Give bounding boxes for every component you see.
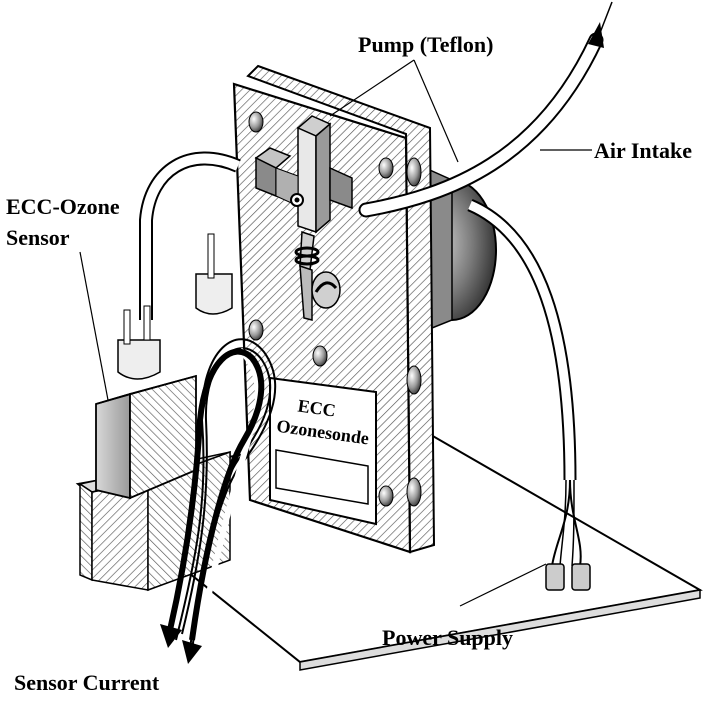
screw-icon (378, 485, 394, 507)
air-intake-arrow-icon (588, 22, 604, 48)
sensor-plugs (117, 233, 233, 380)
sensor-current-arrow-icon (182, 640, 202, 664)
sensor-current-label: Sensor Current (14, 670, 160, 695)
plate-screws (248, 111, 422, 507)
ecc-sensor-cell (95, 374, 197, 500)
screw-icon (378, 157, 394, 179)
screw-icon (248, 319, 264, 341)
ecc-ozone-sensor-label-line2: Sensor (6, 225, 70, 250)
screw-icon (406, 477, 422, 507)
leader-lines (79, 59, 592, 607)
pump-block (254, 115, 353, 321)
ozonesonde-label-plate: ECC Ozonesonde (269, 376, 377, 526)
air-intake-label: Air Intake (594, 138, 692, 163)
tubing (139, 1, 613, 481)
screw-icon (312, 345, 328, 367)
power-supply-label: Power Supply (382, 625, 513, 650)
power-wires (545, 479, 591, 591)
pump-label: Pump (Teflon) (358, 32, 493, 57)
screw-icon (406, 157, 422, 187)
ecc-ozone-sensor-label-line1: ECC-Ozone (6, 194, 120, 219)
screw-icon (406, 365, 422, 395)
sensor-current-cables (167, 338, 277, 653)
screw-icon (248, 111, 264, 133)
sensor-current-arrow-icon (160, 624, 182, 648)
